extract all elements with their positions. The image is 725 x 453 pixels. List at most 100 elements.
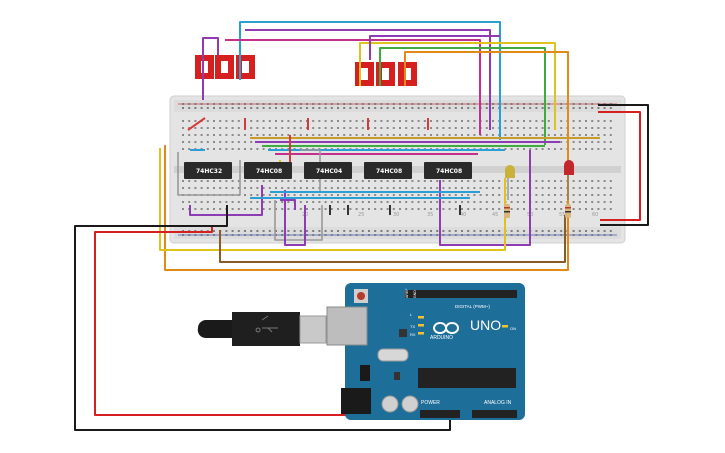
rail-hole — [374, 234, 377, 236]
rail-hole — [498, 234, 501, 236]
breadboard-hole — [603, 194, 606, 196]
breadboard-hole — [281, 180, 284, 182]
arduino-uno-board[interactable]: UNO ARDUINO DIGITAL (PWM~) POWER ANALOG … — [326, 283, 525, 420]
led-red[interactable] — [564, 160, 574, 200]
breadboard-hole — [461, 187, 463, 189]
breadboard-hole — [498, 180, 501, 182]
breadboard-hole — [585, 194, 587, 196]
resistor[interactable] — [565, 204, 571, 218]
rail-hole — [541, 103, 544, 105]
breadboard-hole — [485, 180, 488, 182]
breadboard-hole — [492, 127, 494, 129]
rail-hole — [262, 234, 265, 236]
breadboard-hole — [585, 201, 587, 203]
rail-hole — [330, 230, 333, 232]
resistor[interactable] — [504, 204, 510, 218]
rail-hole — [535, 230, 538, 232]
tx-label: TX — [410, 324, 415, 329]
breadboard-hole — [206, 134, 209, 136]
wire-brown — [219, 215, 566, 263]
breadboard-hole — [355, 201, 358, 203]
rail-hole — [287, 107, 290, 109]
breadboard-hole — [250, 127, 253, 129]
breadboard-hole — [417, 134, 420, 136]
chip-74hc08[interactable]: 74HC08 — [244, 162, 292, 179]
breadboard-hole — [206, 187, 209, 189]
breadboard-hole — [448, 180, 451, 182]
breadboard-hole — [423, 201, 426, 203]
chip-74hc04[interactable]: 74HC04 — [304, 162, 352, 179]
breadboard-hole — [293, 180, 296, 182]
led-yellow[interactable] — [505, 165, 515, 200]
breadboard-hole — [392, 187, 395, 189]
rail-hole — [368, 230, 370, 232]
rail-hole — [392, 107, 395, 109]
breadboard-hole — [188, 141, 191, 143]
rail-hole — [454, 103, 457, 105]
chip-74hc08[interactable]: 74HC08 — [364, 162, 412, 179]
rail-hole — [250, 230, 253, 232]
breadboard-hole — [349, 180, 352, 182]
breadboard-hole — [237, 148, 240, 150]
rail-hole — [324, 107, 327, 109]
breadboard-hole — [591, 127, 594, 129]
breadboard-hole — [585, 208, 587, 210]
breadboard-hole — [535, 187, 538, 189]
breadboard-hole — [380, 120, 383, 122]
breadboard-hole — [231, 201, 234, 203]
breadboard-hole — [287, 208, 290, 210]
chip-74hc32[interactable]: 74HC32 — [184, 162, 232, 179]
breadboard-hole — [188, 187, 191, 189]
breadboard-hole — [219, 134, 222, 136]
rail-hole — [206, 234, 209, 236]
breadboard-hole — [597, 134, 600, 136]
rail-hole — [244, 234, 246, 236]
rail-hole — [560, 230, 563, 232]
breadboard-hole — [467, 194, 470, 196]
rail-hole — [578, 103, 581, 105]
rail-hole — [609, 230, 612, 232]
breadboard-hole — [262, 127, 265, 129]
breadboard-hole — [231, 208, 234, 210]
rail-hole — [213, 103, 215, 105]
rail-hole — [337, 230, 339, 232]
rail-hole — [411, 234, 414, 236]
breadboard-hole — [591, 180, 594, 182]
breadboard-hole — [436, 194, 439, 196]
breadboard-hole — [436, 201, 439, 203]
breadboard-hole — [541, 180, 544, 182]
rail-hole — [318, 234, 321, 236]
breadboard-hole — [355, 194, 358, 196]
breadboard-hole — [293, 194, 296, 196]
breadboard-hole — [386, 187, 389, 189]
breadboard-hole — [479, 180, 482, 182]
breadboard-hole — [585, 148, 587, 150]
breadboard-hole — [337, 134, 339, 136]
rail-hole — [485, 234, 488, 236]
breadboard-hole — [572, 141, 575, 143]
rail-hole — [442, 103, 445, 105]
breadboard-hole — [194, 120, 197, 122]
breadboard-hole — [287, 120, 290, 122]
rail-hole — [510, 234, 513, 236]
rail-hole — [318, 107, 321, 109]
breadboard-hole — [312, 180, 315, 182]
rail-hole — [275, 103, 277, 105]
rail-hole — [231, 230, 234, 232]
rail-hole — [492, 230, 494, 232]
reset-button[interactable] — [357, 292, 365, 300]
rail-hole — [281, 107, 284, 109]
breadboard-hole — [194, 201, 197, 203]
breadboard-hole — [399, 201, 401, 203]
breadboard-hole — [572, 187, 575, 189]
breadboard-hole — [529, 134, 532, 136]
breadboard-hole — [324, 180, 327, 182]
breadboard-hole — [200, 201, 203, 203]
breadboard-hole — [572, 201, 575, 203]
breadboard-hole — [535, 134, 538, 136]
breadboard-hole — [275, 127, 277, 129]
chip-74hc08[interactable]: 74HC08 — [424, 162, 472, 179]
board-logo-text: ARDUINO — [430, 335, 453, 341]
breadboard-hole — [609, 180, 612, 182]
breadboard-hole — [194, 187, 197, 189]
